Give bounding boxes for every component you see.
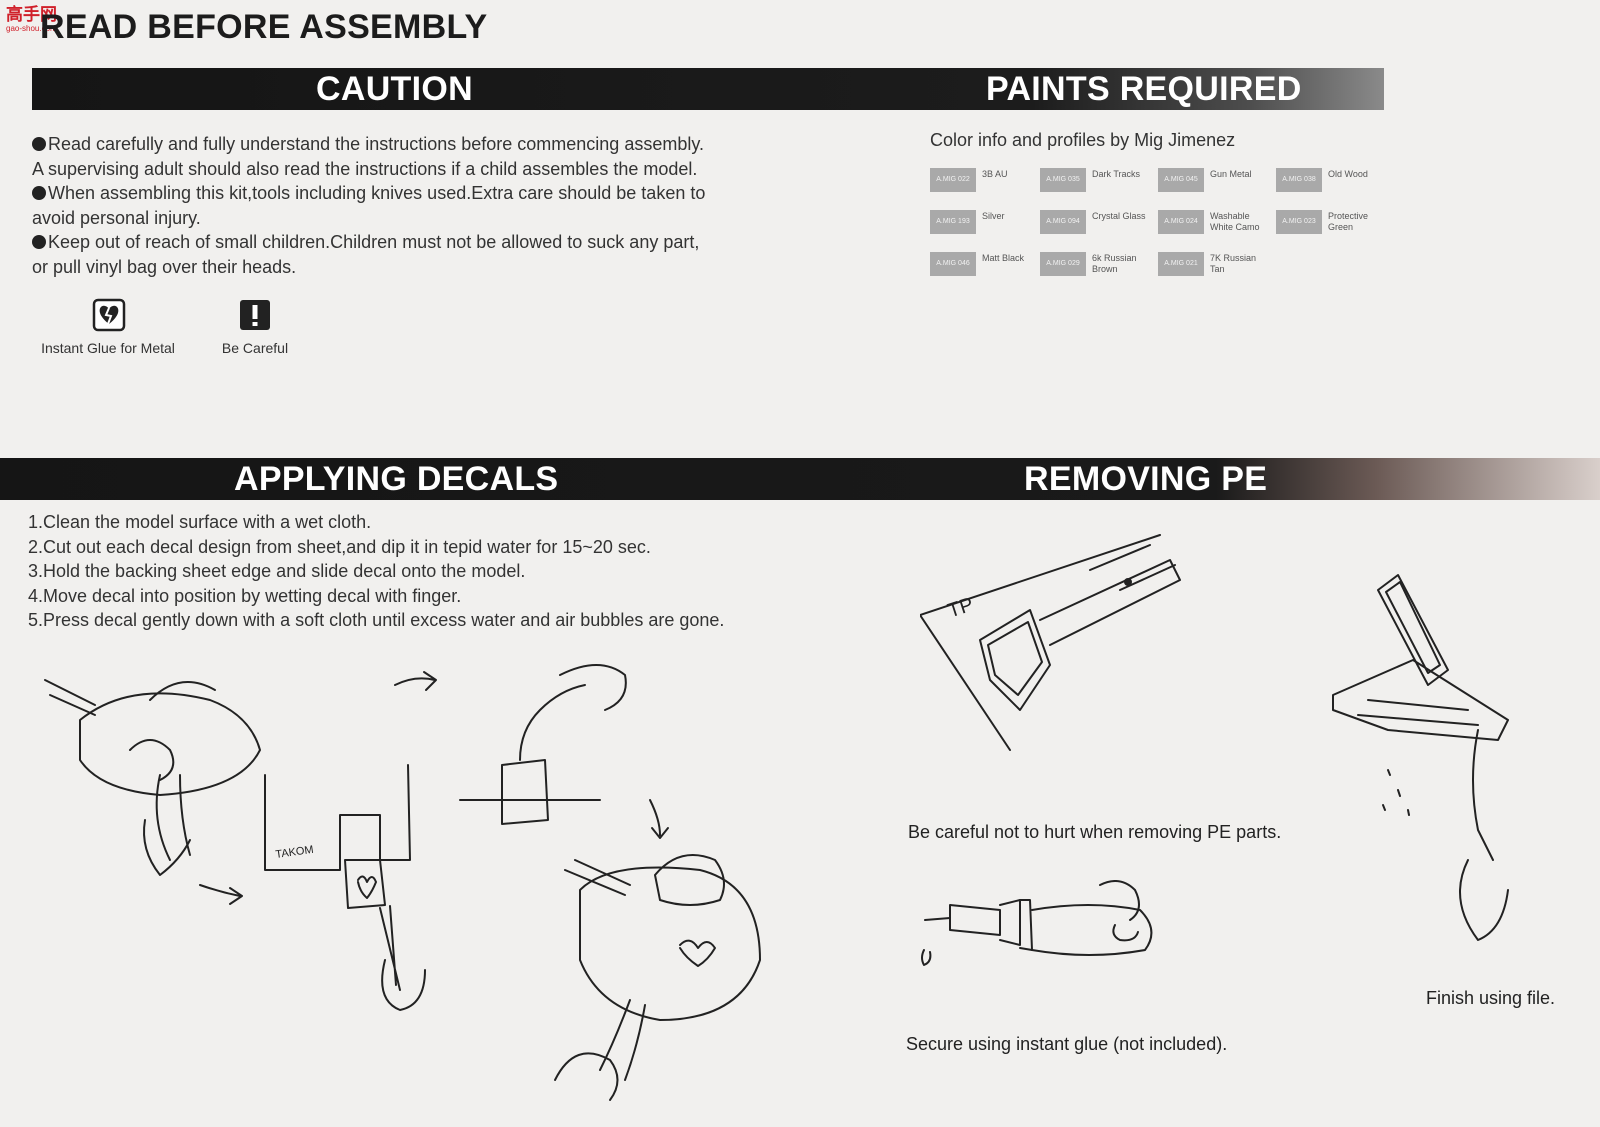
pe-glue-caption: Secure using instant glue (not included)… (906, 1034, 1228, 1054)
pe-fret-cutting-drawing (920, 534, 1181, 751)
caution-line-3: When assembling this kit,tools including… (32, 181, 792, 206)
exclamation-icon (240, 300, 270, 330)
bullet-icon (32, 186, 46, 200)
watermark-logo: 高手网 gao-shou.com (6, 6, 72, 38)
decals-heading: APPLYING DECALS (234, 460, 559, 498)
watermark-url: gao-shou.com (6, 24, 57, 33)
decal-steps: 1.Clean the model surface with a wet clo… (28, 510, 828, 633)
takom-sheet-label: TAKOM (275, 844, 315, 861)
caution-line-2: A supervising adult should also read the… (32, 158, 698, 179)
instant-glue-label: Instant Glue for Metal (41, 340, 175, 356)
page-title: READ BEFORE ASSEMBLY (40, 8, 488, 46)
pe-careful-caption: Be careful not to hurt when removing PE … (908, 822, 1282, 842)
turret-decal-drawing (554, 854, 761, 1101)
bullet-icon (32, 235, 46, 249)
be-careful-label: Be Careful (221, 340, 289, 356)
bullet-icon (32, 137, 46, 151)
instant-glue-drawing (921, 880, 1153, 966)
decals-pe-header-bar (0, 458, 1600, 500)
arrow-icon (394, 671, 437, 691)
decal-step: 3.Hold the backing sheet edge and slide … (28, 561, 526, 581)
decal-step: 5.Press decal gently down with a soft cl… (28, 610, 725, 630)
decal-illustrations: TAKOM (44, 664, 761, 1101)
caution-heading: CAUTION (316, 70, 473, 108)
decal-sheet-drawing (264, 764, 426, 1011)
pe-file-caption: Finish using file. (1426, 988, 1556, 1008)
caution-line-1: Read carefully and fully understand the … (32, 132, 792, 157)
paints-subtitle: Color info and profiles by Mig Jimenez (930, 130, 1236, 150)
decal-step: 2.Cut out each decal design from sheet,a… (28, 536, 651, 557)
caution-line-6: or pull vinyl bag over their heads. (32, 256, 297, 277)
caution-paints-header-bar (32, 68, 1384, 110)
paints-heading: PAINTS REQUIRED (986, 70, 1302, 108)
decal-step: 4.Move decal into position by wetting de… (28, 585, 462, 606)
caution-line-5: Keep out of reach of small children.Chil… (32, 230, 792, 255)
instant-glue-icon (92, 298, 126, 332)
arrow-icon (649, 799, 669, 839)
arrow-icon (199, 884, 243, 905)
decal-step: 1.Clean the model surface with a wet clo… (28, 512, 372, 532)
water-dip-drawing (459, 664, 627, 825)
watermark-text: 高手网 (6, 5, 57, 24)
caution-text: Read carefully and fully understand the … (32, 132, 792, 279)
pe-heading: REMOVING PE (1024, 460, 1268, 498)
pe-file-drawing (1332, 574, 1509, 941)
caution-line-4: avoid personal injury. (32, 207, 201, 228)
turret-cleaning-drawing (44, 679, 261, 876)
